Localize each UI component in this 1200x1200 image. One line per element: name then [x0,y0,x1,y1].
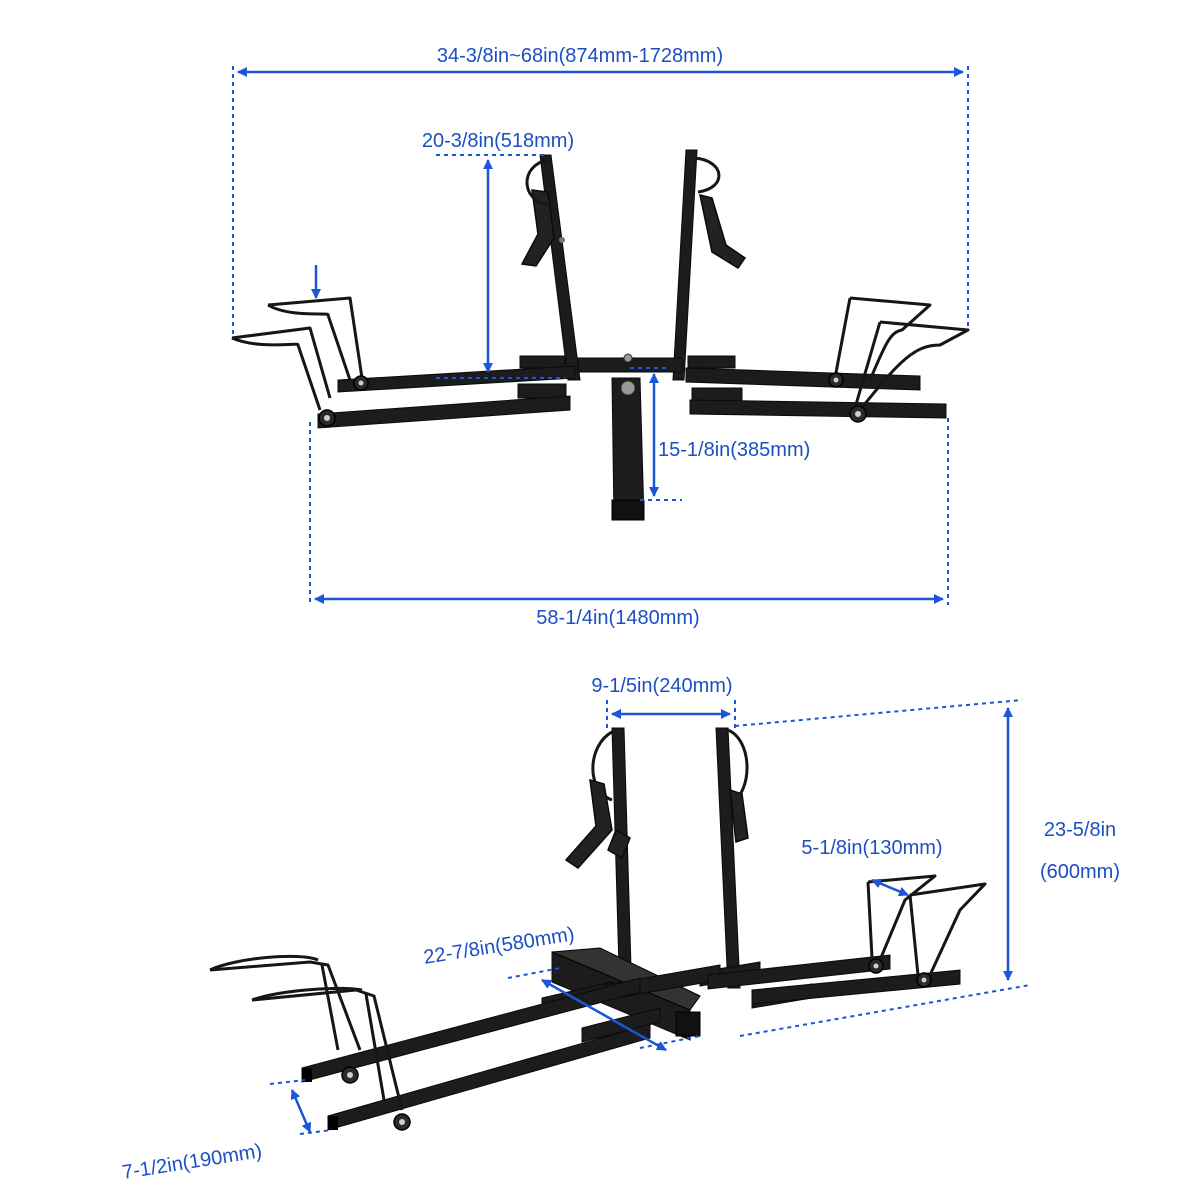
top-view: 34-3/8in~68in(874mm-1728mm) 20-3/8in(518… [231,45,970,629]
mast-height-dimension: 20-3/8in(518mm) [311,130,574,379]
right-strap [693,156,747,270]
wheel-holder-width-label: 5-1/8in(130mm) [801,837,942,859]
mast-height-label: 20-3/8in(518mm) [422,130,574,152]
total-height-mm-label: (600mm) [1040,861,1120,883]
right-tray-rear [751,969,961,1005]
tray-length-label: 58-1/4in(1480mm) [536,607,699,629]
overall-width-dimension: 34-3/8in~68in(874mm-1728mm) [232,45,969,335]
rear-strap [727,728,749,844]
overall-width-label: 34-3/8in~68in(874mm-1728mm) [437,45,723,67]
right-tray-lower [689,399,947,419]
left-strap [520,158,565,267]
right-tray-front [707,954,891,990]
left-tray-lower [317,395,571,429]
left-mast [539,154,581,381]
left-wheel-holder [231,296,369,427]
right-mast [672,149,698,381]
hitch-length-dimension: 15-1/8in(385mm) [630,367,810,501]
tray-spacing-label: 7-1/2in(190mm) [121,1140,264,1184]
total-height-in-label: 23-5/8in [1044,819,1116,841]
tray-length-dimension: 58-1/4in(1480mm) [309,418,949,629]
tray-spacing-dimension: 7-1/2in(190mm) [121,1079,333,1184]
right-wheel-holder [828,296,970,423]
mast-spacing-label: 9-1/5in(240mm) [591,675,732,697]
wheel-holder-width-dimension: 5-1/8in(130mm) [801,837,943,897]
right-wheel-holder-lower [866,874,987,988]
hitch-length-label: 15-1/8in(385mm) [658,439,810,461]
left-wheel-holder-lower [209,954,411,1131]
total-height-dimension: 23-5/8in (600mm) [734,699,1120,1037]
left-tray-upper [337,365,576,393]
front-strap [564,730,631,869]
left-tray-rear [327,1023,651,1131]
bottom-view: 9-1/5in(240mm) 23-5/8in (600mm) 5-1/8in(… [121,675,1120,1184]
center-crossbar [517,353,743,403]
rear-mast [715,727,741,989]
hitch-receiver-tube [611,377,645,521]
mast-spacing-dimension: 9-1/5in(240mm) [591,675,736,730]
